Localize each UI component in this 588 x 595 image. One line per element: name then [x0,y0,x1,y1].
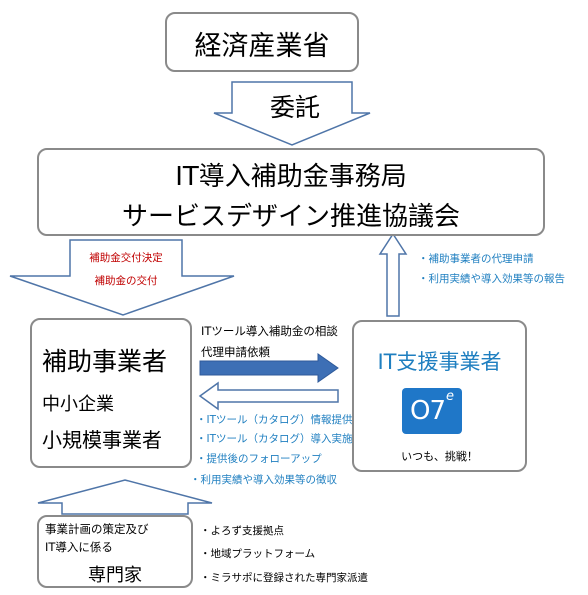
recipient-title: 補助事業者 [42,347,168,376]
expert-item: ・地域プラットフォーム [200,548,316,560]
secretariat-box: IT導入補助金事務局 サービスデザイン推進協議会 [37,148,545,236]
vendor-logo-sup: e [446,389,454,404]
secretariat-line1: IT導入補助金事務局 [175,162,407,192]
recipient-line2: 小規模事業者 [42,428,162,452]
provide-item: ・利用実績や導入効果等の徴収 [190,474,337,486]
expert-item: ・よろず支援拠点 [200,525,284,537]
consult-line1: ITツール導入補助金の相談 [201,324,338,338]
entrust-label: 委託 [269,93,320,122]
provide-item: ・ITツール（カタログ）情報提供 [196,414,353,426]
consult-line2: 代理申請依頼 [201,345,270,359]
expert-box: 事業計画の策定及び IT導入に係る 専門家 [37,515,193,588]
vendor-box: IT支援事業者 O7 e いつも、挑戦！ [352,320,527,472]
consult-arrow [199,353,339,383]
grant-decision-line2: 補助金の交付 [94,275,158,287]
entrust-arrow [213,81,371,146]
meti-label: 経済産業省 [194,31,330,62]
provide-item: ・提供後のフォローアップ [196,453,322,465]
secretariat-line2: サービスデザイン推進協議会 [121,202,460,232]
report-arrow [378,232,408,317]
report-item: ・補助事業者の代理申請 [418,253,534,265]
expert-line1: 事業計画の策定及び [45,522,149,536]
expert-title: 専門家 [88,565,142,586]
recipient-box: 補助事業者 中小企業 小規模事業者 [30,318,192,468]
grant-arrow [9,239,235,316]
vendor-tagline: いつも、挑戦！ [401,450,478,463]
recipient-line1: 中小企業 [42,394,114,415]
expert-arrow [37,479,213,515]
vendor-title: IT支援事業者 [377,350,502,374]
expert-item: ・ミラサポに登録された専門家派遣 [200,572,368,584]
vendor-logo-text: O7 [410,396,446,426]
report-item: ・利用実績や導入効果等の報告 [418,273,565,285]
meti-box: 経済産業省 [165,12,359,72]
expert-line2: IT導入に係る [45,540,113,554]
provide-item: ・ITツール（カタログ）導入実施 [196,433,353,445]
vendor-logo: O7 e [402,388,462,434]
provide-arrow [198,381,339,411]
grant-decision-line1: 補助金交付決定 [89,252,163,264]
